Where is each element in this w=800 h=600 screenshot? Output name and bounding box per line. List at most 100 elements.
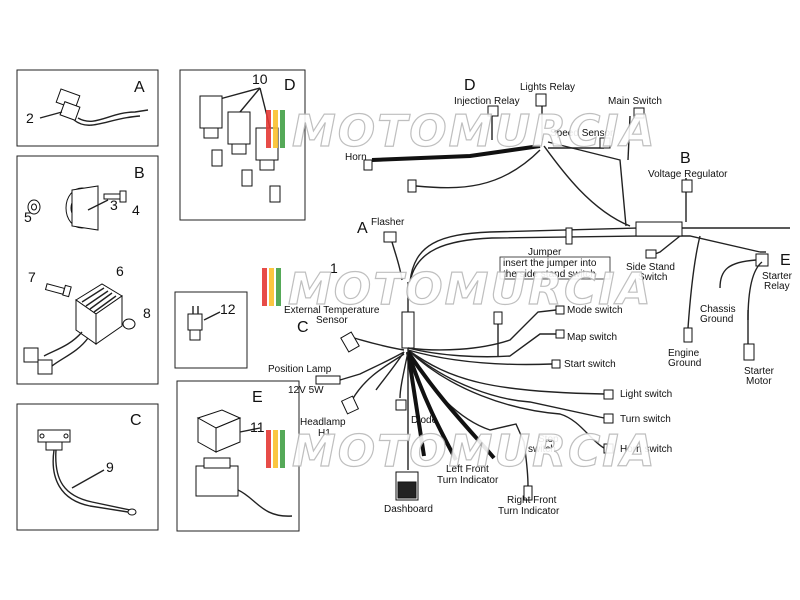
main-harness (315, 93, 790, 501)
label-lights-relay: Lights Relay (520, 82, 575, 93)
label-ext-temp-sensor: External Temperature (284, 305, 380, 316)
regulator-plug-icon (23, 347, 39, 363)
injection-relay-connector (487, 105, 499, 117)
starter-relay-icon (195, 409, 293, 517)
label-stop-switch-2: switch (528, 444, 556, 455)
watermark-3: MOTOMURCIA (266, 425, 657, 478)
inset-b-label: B (134, 165, 145, 182)
horn-wire (371, 144, 541, 162)
inset-12: 12 (174, 291, 248, 369)
label-mode-switch: Mode switch (567, 305, 623, 316)
watermark-text-3: MOTOMURCIA (292, 426, 657, 477)
label-left-front-turn-2: Turn Indicator (437, 475, 499, 486)
label-position-lamp-2: 12V 5W (288, 385, 324, 396)
label-dashboard: Dashboard (384, 504, 433, 515)
label-horn-switch: Horn switch (620, 444, 672, 455)
inset-b: B 4 5 3 7 6 (16, 155, 159, 385)
part-number-9: 9 (106, 459, 114, 475)
label-voltage-regulator: Voltage Regulator (648, 169, 728, 180)
screw-icon (103, 190, 127, 203)
inset-12-frame (174, 291, 248, 369)
inset-b-frame (16, 155, 159, 385)
label-jumper-note-1: insert the jumper into (503, 258, 597, 269)
starter-relay-connector (755, 253, 769, 267)
callout-a: A (357, 220, 368, 237)
inset-a-label: A (134, 79, 145, 96)
label-headlamp: Headlamp (300, 417, 346, 428)
inset-e: E 11 (176, 380, 300, 532)
horn-connector (363, 159, 373, 171)
callout-e: E (780, 252, 791, 269)
part-number-3: 3 (110, 197, 118, 213)
main-switch-connector (633, 107, 645, 119)
part-number-2: 2 (26, 110, 34, 126)
part-number-10: 10 (252, 71, 268, 87)
harness-trunk (401, 311, 415, 349)
label-engine-ground-2: Ground (668, 358, 701, 369)
label-engine-ground: Engine (668, 348, 700, 359)
inset-c: C 9 (16, 403, 159, 531)
label-position-lamp: Position Lamp (268, 364, 332, 375)
label-jumper-note-2: the side stand switch (503, 269, 596, 280)
callout-d: D (464, 77, 476, 94)
label-stop-switch: Stop (538, 434, 559, 445)
label-flasher: Flasher (371, 217, 405, 228)
label-starter-relay: Starter (762, 271, 793, 282)
part-number-12: 12 (220, 301, 236, 317)
label-right-front-turn-2: Turn Indicator (498, 506, 560, 517)
jumper-connector (565, 227, 573, 245)
speed-sensor-icon (37, 429, 137, 516)
inset-d-label: D (284, 77, 296, 94)
label-starter-relay-2: Relay (764, 281, 790, 292)
label-starter-motor: Starter (744, 366, 775, 377)
inset-e-frame (176, 380, 300, 532)
label-starter-motor-2: Motor (746, 376, 772, 387)
label-jumper: Jumper (528, 247, 562, 258)
label-ext-temp-sensor-2: Sensor (316, 315, 348, 326)
inset-d-frame (179, 69, 306, 221)
voltage-regulator-icon (75, 283, 123, 345)
horn-icon (65, 185, 99, 231)
inset-d: D 10 (179, 69, 306, 221)
label-chassis-ground: Chassis (700, 304, 736, 315)
label-diode: Diode (411, 415, 438, 426)
voltage-regulator-plug (681, 179, 693, 193)
label-right-front-turn: Right Front (507, 495, 557, 506)
inset-e-label: E (252, 389, 263, 406)
washer-icon (122, 318, 136, 330)
label-turn-switch: Turn switch (620, 414, 671, 425)
watermark-2: MOTOMURCIA (262, 263, 651, 316)
bolt-icon (44, 283, 72, 298)
label-left-front-turn: Left Front (446, 464, 489, 475)
inset-c-label: C (130, 412, 142, 429)
inset-a-frame (16, 69, 159, 147)
inset-c-frame (16, 403, 159, 531)
voltage-regulator-connector (635, 221, 683, 237)
inset-a: A 2 (16, 69, 159, 147)
headlamp-connector (340, 395, 360, 415)
label-side-stand-switch-2: Switch (638, 272, 667, 283)
label-injection-relay: Injection Relay (454, 96, 520, 107)
label-map-switch: Map switch (567, 332, 617, 343)
flasher-connector (383, 231, 397, 243)
speed-sensor-connector (599, 137, 611, 149)
part-number-11: 11 (250, 419, 265, 435)
label-side-stand-switch: Side Stand (626, 262, 675, 273)
part-number-4: 4 (132, 202, 140, 218)
label-start-switch: Start switch (564, 359, 616, 370)
label-light-switch: Light switch (620, 389, 672, 400)
label-horn: Horn (345, 152, 367, 163)
part-number-7: 7 (28, 269, 36, 285)
part-number-6: 6 (116, 263, 124, 279)
watermark-text-1: MOTOMURCIA (292, 106, 657, 157)
connector-a-icon (55, 88, 149, 126)
watermark-1: MOTOMURCIA (266, 105, 657, 158)
lights-relay-connector (535, 93, 547, 107)
label-speed-sensor: Speed Sensor (550, 128, 614, 139)
position-lamp-bulb (315, 375, 341, 385)
label-chassis-ground-2: Ground (700, 314, 733, 325)
callout-c: C (297, 319, 309, 336)
part-number-5: 5 (24, 209, 32, 225)
right-front-turn-connector (523, 485, 533, 501)
